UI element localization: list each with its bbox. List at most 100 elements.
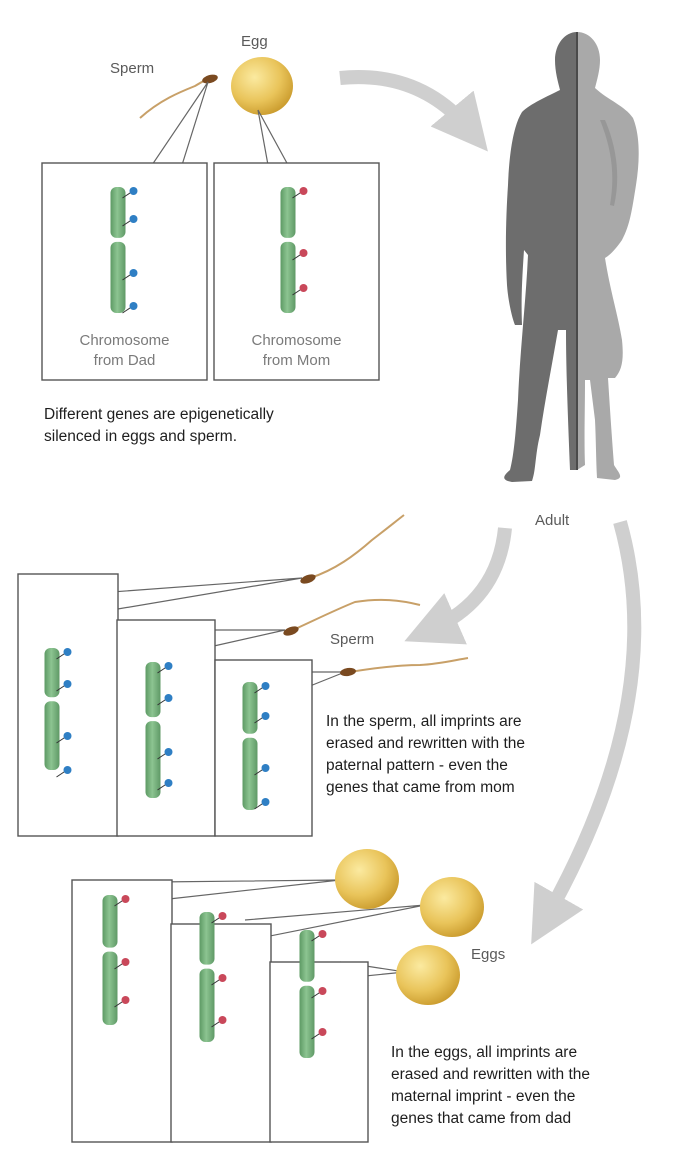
bottom-eggs xyxy=(335,849,484,1005)
imprint-mark xyxy=(121,996,130,1004)
arrow-to-adult xyxy=(339,70,488,152)
imprint-mark-stem xyxy=(122,191,132,199)
imprint-mark xyxy=(164,662,173,670)
caption-chromosome-mom: Chromosome from Mom xyxy=(214,331,379,371)
chromosome xyxy=(44,648,72,778)
imprint-mark-stem xyxy=(114,1000,124,1008)
chromosome-arm xyxy=(199,912,215,965)
imprint-mark xyxy=(261,682,270,690)
chromosome-arm xyxy=(44,648,60,698)
imprint-mark-stem xyxy=(254,768,264,776)
label-sperm-top: Sperm xyxy=(110,60,155,77)
caption-eggs-line: genes that came from dad xyxy=(391,1110,572,1127)
imprint-mark xyxy=(129,269,138,277)
caption-chromosome-dad: Chromosome from Dad xyxy=(42,331,207,371)
chromosome xyxy=(145,662,173,798)
chromosome-arm xyxy=(110,241,126,313)
imprint-mark-stem xyxy=(211,1020,221,1028)
imprint-mark-stem xyxy=(311,991,321,999)
imprint-mark-stem xyxy=(122,273,132,281)
egg-chromosome-boxes xyxy=(71,879,369,1143)
sperm-chromosome-boxes xyxy=(17,573,313,837)
mid-sperm-cells xyxy=(292,514,469,673)
chromosome-arm xyxy=(110,187,126,238)
imprint-mark-stem xyxy=(311,934,321,942)
chromosome-arm xyxy=(242,682,258,734)
chromosome-box-mom xyxy=(213,162,380,381)
label-adult: Adult xyxy=(535,512,570,529)
imprint-mark-stem xyxy=(292,288,302,296)
imprint-mark xyxy=(261,712,270,720)
mid-sperm-heads xyxy=(283,574,356,677)
caption-top-line: Different genes are epigenetically xyxy=(44,406,274,423)
imprint-mark xyxy=(129,187,138,195)
imprint-mark-stem xyxy=(211,916,221,924)
imprint-mark xyxy=(318,987,327,995)
arrow-to-eggs xyxy=(531,520,642,945)
caption-eggs-line: erased and rewritten with the xyxy=(391,1066,591,1083)
imprint-mark-stem xyxy=(292,191,302,199)
imprint-mark xyxy=(318,1028,327,1036)
imprint-mark-stem xyxy=(56,684,66,692)
imprint-mark-stem xyxy=(56,736,66,744)
imprint-mark-stem xyxy=(56,652,66,660)
label-eggs-bottom: Eggs xyxy=(471,946,506,963)
imprint-mark-stem xyxy=(122,306,132,314)
chromosome xyxy=(199,912,227,1042)
top-sperm xyxy=(139,74,218,119)
label-egg-top: Egg xyxy=(241,33,268,50)
chromosome-arm xyxy=(242,737,258,810)
imprint-mark-stem xyxy=(122,219,132,227)
imprint-mark xyxy=(121,958,130,966)
caption-mom-line2: from Mom xyxy=(262,352,331,369)
imprint-mark xyxy=(218,974,227,982)
chromosome xyxy=(242,682,270,810)
imprint-mark-stem xyxy=(114,962,124,970)
chromosome xyxy=(299,930,327,1058)
imprint-mark-stem xyxy=(254,686,264,694)
imprint-mark-stem xyxy=(157,783,167,791)
caption-eggs: In the eggs, all imprints are erased and… xyxy=(391,1042,590,1130)
imprint-mark xyxy=(318,930,327,938)
imprint-mark xyxy=(129,302,138,310)
caption-dad-line1: Chromosome xyxy=(79,332,170,349)
chromosome xyxy=(280,187,308,313)
imprint-mark xyxy=(299,187,308,195)
imprint-mark-stem xyxy=(157,666,167,674)
chromosome xyxy=(110,187,138,314)
imprint-mark xyxy=(299,284,308,292)
caption-sperm-line: genes that came from mom xyxy=(326,779,515,796)
imprint-mark xyxy=(164,779,173,787)
female-half-silhouette xyxy=(577,32,639,480)
chromosome-arm xyxy=(199,968,215,1042)
caption-top: Different genes are epigenetically silen… xyxy=(44,404,274,448)
imprint-mark xyxy=(299,249,308,257)
imprint-mark xyxy=(63,648,72,656)
imprint-mark-stem xyxy=(254,716,264,724)
caption-eggs-line: maternal imprint - even the xyxy=(391,1088,576,1105)
imprint-mark xyxy=(121,895,130,903)
chromosome-arm xyxy=(280,187,296,238)
imprint-mark xyxy=(164,694,173,702)
chromosomes xyxy=(44,187,327,1058)
imprint-mark xyxy=(218,1016,227,1024)
imprint-mark xyxy=(261,764,270,772)
top-egg xyxy=(231,57,293,115)
imprint-mark xyxy=(63,766,72,774)
imprint-mark-stem xyxy=(56,770,66,778)
chromosome-arm xyxy=(44,701,60,770)
chromosome-arm xyxy=(280,241,296,313)
chromosome-arm xyxy=(299,930,315,982)
imprint-mark xyxy=(164,748,173,756)
chromosome-arm xyxy=(102,951,118,1025)
chromosome-arm xyxy=(299,985,315,1058)
imprint-mark-stem xyxy=(157,752,167,760)
male-half-silhouette xyxy=(504,32,577,482)
imprint-mark-stem xyxy=(311,1032,321,1040)
imprint-mark xyxy=(261,798,270,806)
imprint-mark-stem xyxy=(211,978,221,986)
imprint-mark xyxy=(129,215,138,223)
chromosome-arm xyxy=(102,895,118,948)
imprint-mark xyxy=(63,732,72,740)
